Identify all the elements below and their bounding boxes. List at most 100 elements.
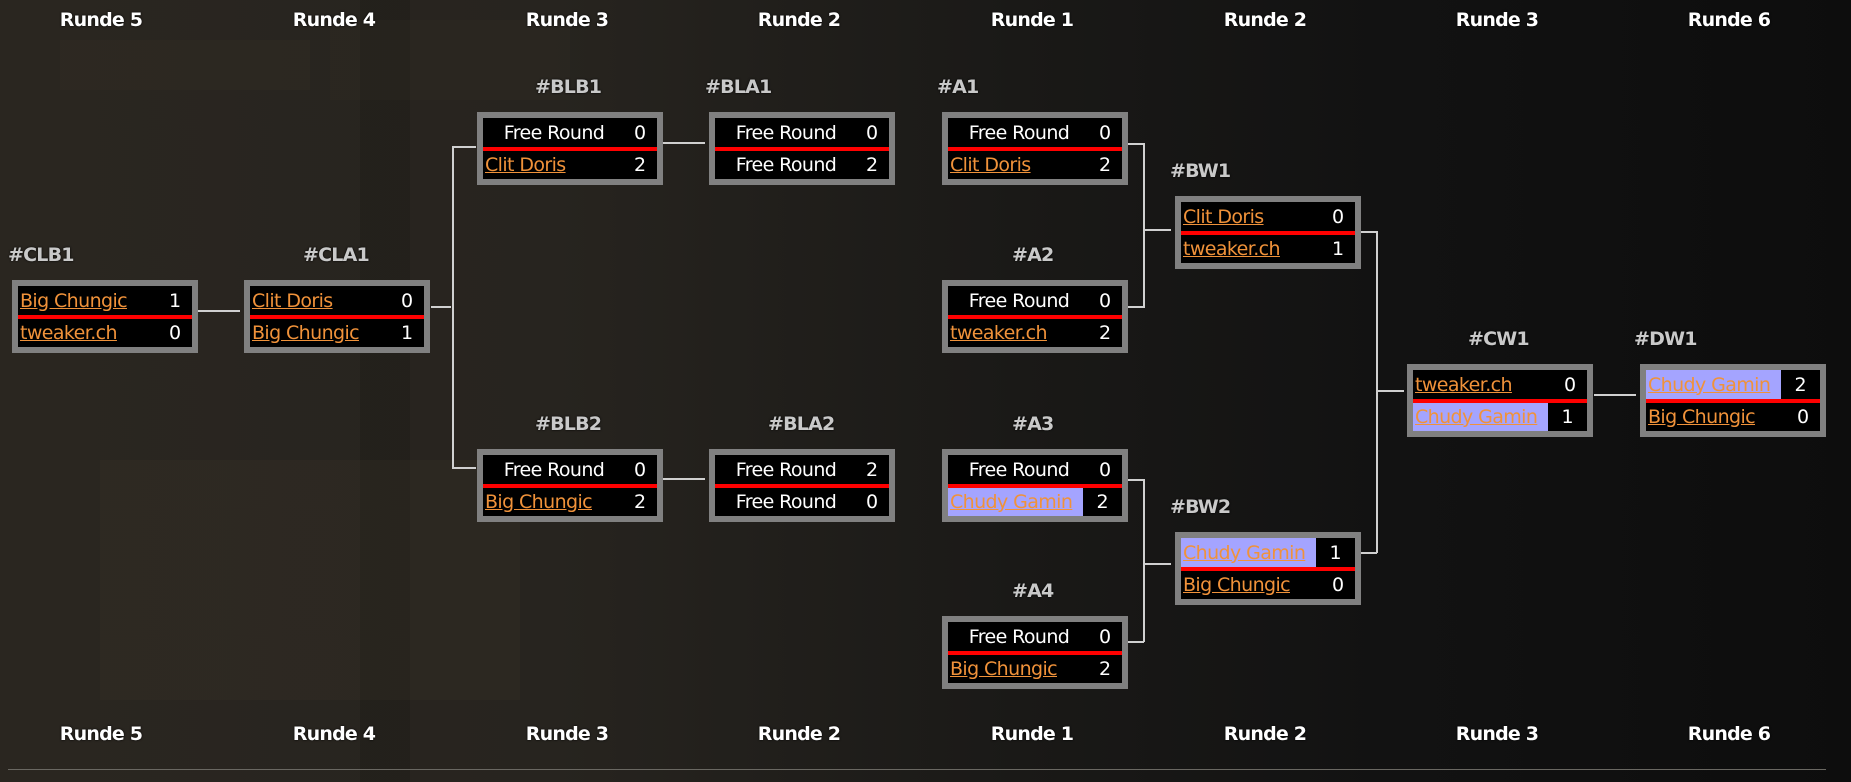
participant-link[interactable]: tweaker.ch [1183,238,1281,260]
participant-score: 0 [1098,121,1112,144]
match-label: #BLA2 [768,413,835,435]
round-header-top: Runde 3 [525,9,609,31]
match-participant-row: Free Round 0 [948,118,1122,151]
participant-name-cell: tweaker.ch [18,319,158,347]
participant-link[interactable]: Big Chungic [20,289,128,312]
match-label: #A1 [937,76,979,98]
participant-score: 0 [865,491,879,513]
participant-score: 2 [1098,658,1112,680]
match-participant-row: Big Chungic 2 [948,655,1122,683]
match-participant-row: tweaker.ch 0 [1413,370,1587,403]
participant-score: 0 [168,322,182,344]
participant-score: 0 [1098,458,1112,481]
participant-name-cell: Chudy Gamin [948,488,1083,516]
match-participant-row: Big Chungic 0 [1181,571,1355,599]
bracket-connector [663,478,705,480]
participant-score: 2 [633,154,647,176]
bracket-connector [1128,479,1144,481]
free-round-label: Free Round [735,121,837,144]
participant-link[interactable]: Clit Doris [485,154,566,176]
participant-score: 0 [1331,574,1345,596]
participant-link[interactable]: Clit Doris [950,154,1031,176]
participant-name-cell: Clit Doris [948,151,1088,179]
participant-score: 1 [1331,238,1345,260]
bracket-connector [452,146,476,148]
participant-score: 0 [1796,406,1810,428]
match-participant-row: Free Round 0 [715,488,889,516]
participant-link[interactable]: Clit Doris [252,289,333,312]
bracket-connector [1361,552,1377,554]
match-label: #A4 [1012,580,1054,602]
participant-link[interactable]: Chudy Gamin [1415,406,1538,428]
participant-score: 2 [1098,154,1112,176]
participant-link[interactable]: Big Chungic [485,491,593,513]
participant-link[interactable]: tweaker.ch [1415,373,1513,396]
round-header-bottom: Runde 6 [1687,723,1771,745]
round-header-top: Runde 1 [990,9,1074,31]
match-label: #BLB2 [535,413,602,435]
participant-name-cell: Chudy Gamin [1413,403,1548,431]
participant-name-cell: Clit Doris [483,151,623,179]
round-header-bottom: Runde 3 [1455,723,1539,745]
round-header-top: Runde 2 [757,9,841,31]
participant-name-cell: Clit Doris [1181,202,1321,231]
participant-score: 1 [168,289,182,312]
participant-name-cell: Chudy Gamin [1646,370,1781,399]
match-participant-row: Clit Doris 0 [1181,202,1355,235]
match-label: #BW2 [1170,496,1231,518]
free-round-label: Free Round [735,491,837,513]
participant-link[interactable]: Big Chungic [252,322,360,344]
participant-link[interactable]: Big Chungic [1183,574,1291,596]
round-header-top: Runde 4 [292,9,376,31]
round-header-top: Runde 3 [1455,9,1539,31]
participant-link[interactable]: tweaker.ch [950,322,1048,344]
free-round-label: Free Round [968,121,1070,144]
round-header-top: Runde 2 [1223,9,1307,31]
free-round-label: Free Round [503,121,605,144]
round-header-top: Runde 5 [59,9,143,31]
participant-score: 2 [1096,491,1109,513]
participant-score: 0 [1331,205,1345,228]
participant-link[interactable]: Clit Doris [1183,205,1264,228]
participant-name-cell: Big Chungic [1181,571,1321,599]
bracket-connector [1143,563,1171,565]
free-round-label: Free Round [735,154,837,176]
bracket-connector [1143,229,1171,231]
participant-link[interactable]: tweaker.ch [20,322,118,344]
participant-name-cell: Clit Doris [250,286,390,315]
match-label: #CLA1 [303,244,370,266]
participant-score: 0 [633,458,647,481]
participant-score: 0 [1563,373,1577,396]
bracket-connector [452,146,454,469]
participant-link[interactable]: Chudy Gamin [1183,541,1306,564]
participant-name-cell: tweaker.ch [1181,235,1321,263]
bottom-divider [8,769,1826,770]
participant-link[interactable]: Chudy Gamin [950,491,1073,513]
match-participant-row: Clit Doris 2 [483,151,657,179]
participant-name-cell: Big Chungic [1646,403,1786,431]
participant-link[interactable]: Big Chungic [1648,406,1756,428]
match-label: #A3 [1012,413,1054,435]
free-round-label: Free Round [968,289,1070,312]
participant-score: 0 [400,289,414,312]
participant-link[interactable]: Chudy Gamin [1648,373,1771,396]
bracket-connector [1376,390,1404,392]
participant-name-cell: tweaker.ch [948,319,1088,347]
bracket-connector [1143,143,1145,308]
match-participant-row: Big Chungic 1 [18,286,192,319]
participant-link[interactable]: Big Chungic [950,658,1058,680]
bracket-connector [1128,306,1144,308]
